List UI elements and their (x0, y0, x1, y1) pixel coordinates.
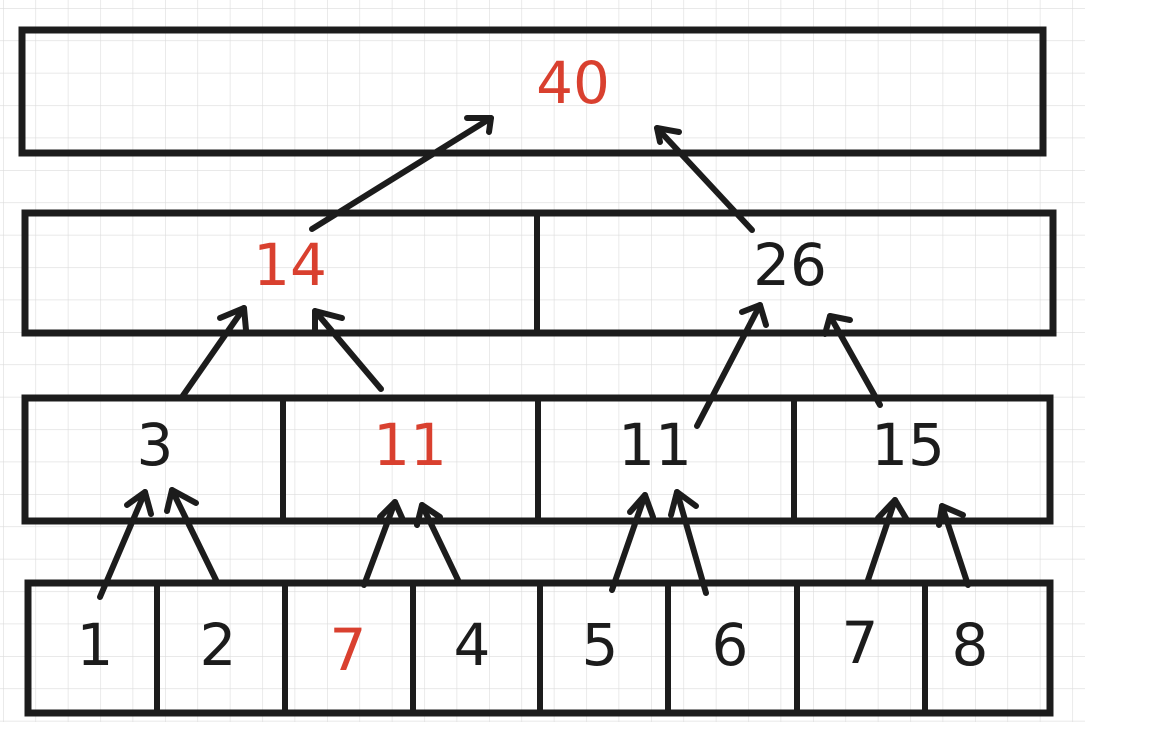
arrow-3-to-14 (179, 305, 249, 400)
arrow-leaf-7b-to-15 (865, 497, 910, 583)
node-2-2-value: 11 (618, 411, 692, 479)
node-3-4-value: 5 (582, 611, 619, 679)
arrow-11b-to-26 (694, 302, 769, 429)
arrow-leaf-5-to-11 (609, 492, 656, 593)
root-box (18, 26, 1047, 157)
arrow-leaf-8-to-15 (936, 503, 971, 588)
level-root: 40 (18, 26, 1047, 157)
level-1: 14 26 (21, 209, 1057, 337)
level-2: 3 11 11 15 (21, 394, 1054, 525)
node-3-1-value: 2 (200, 611, 237, 679)
arrow-leaf-4-to-11 (414, 502, 461, 583)
node-3-0-value: 1 (77, 611, 114, 679)
node-1-0-value: 14 (253, 231, 327, 299)
arrows (97, 115, 971, 600)
node-3-7-value: 8 (952, 611, 989, 679)
node-1-1-value: 26 (753, 231, 827, 299)
level-3-leaves: 1 2 7 4 5 6 7 8 (24, 579, 1054, 717)
node-2-1-value: 11 (373, 411, 447, 479)
node-3-3-value: 4 (454, 611, 491, 679)
node-3-5-value: 6 (712, 611, 749, 679)
arrow-leaf-1-to-3 (97, 489, 154, 600)
node-2-0-value: 3 (137, 411, 174, 479)
arrow-26-to-40 (654, 125, 755, 233)
node-2-3-value: 15 (871, 411, 945, 479)
node-3-2-value: 7 (330, 616, 367, 684)
arrow-14-to-40 (309, 115, 494, 232)
node-3-6-value: 7 (842, 609, 879, 677)
node-0-0-value: 40 (536, 49, 610, 117)
arrow-leaf-7-to-11 (361, 499, 406, 588)
arrow-11-to-14 (312, 308, 384, 392)
arrow-leaf-2-to-3 (164, 487, 219, 583)
arrow-leaf-6-to-11 (668, 489, 709, 596)
arrow-15-to-26 (822, 313, 883, 408)
